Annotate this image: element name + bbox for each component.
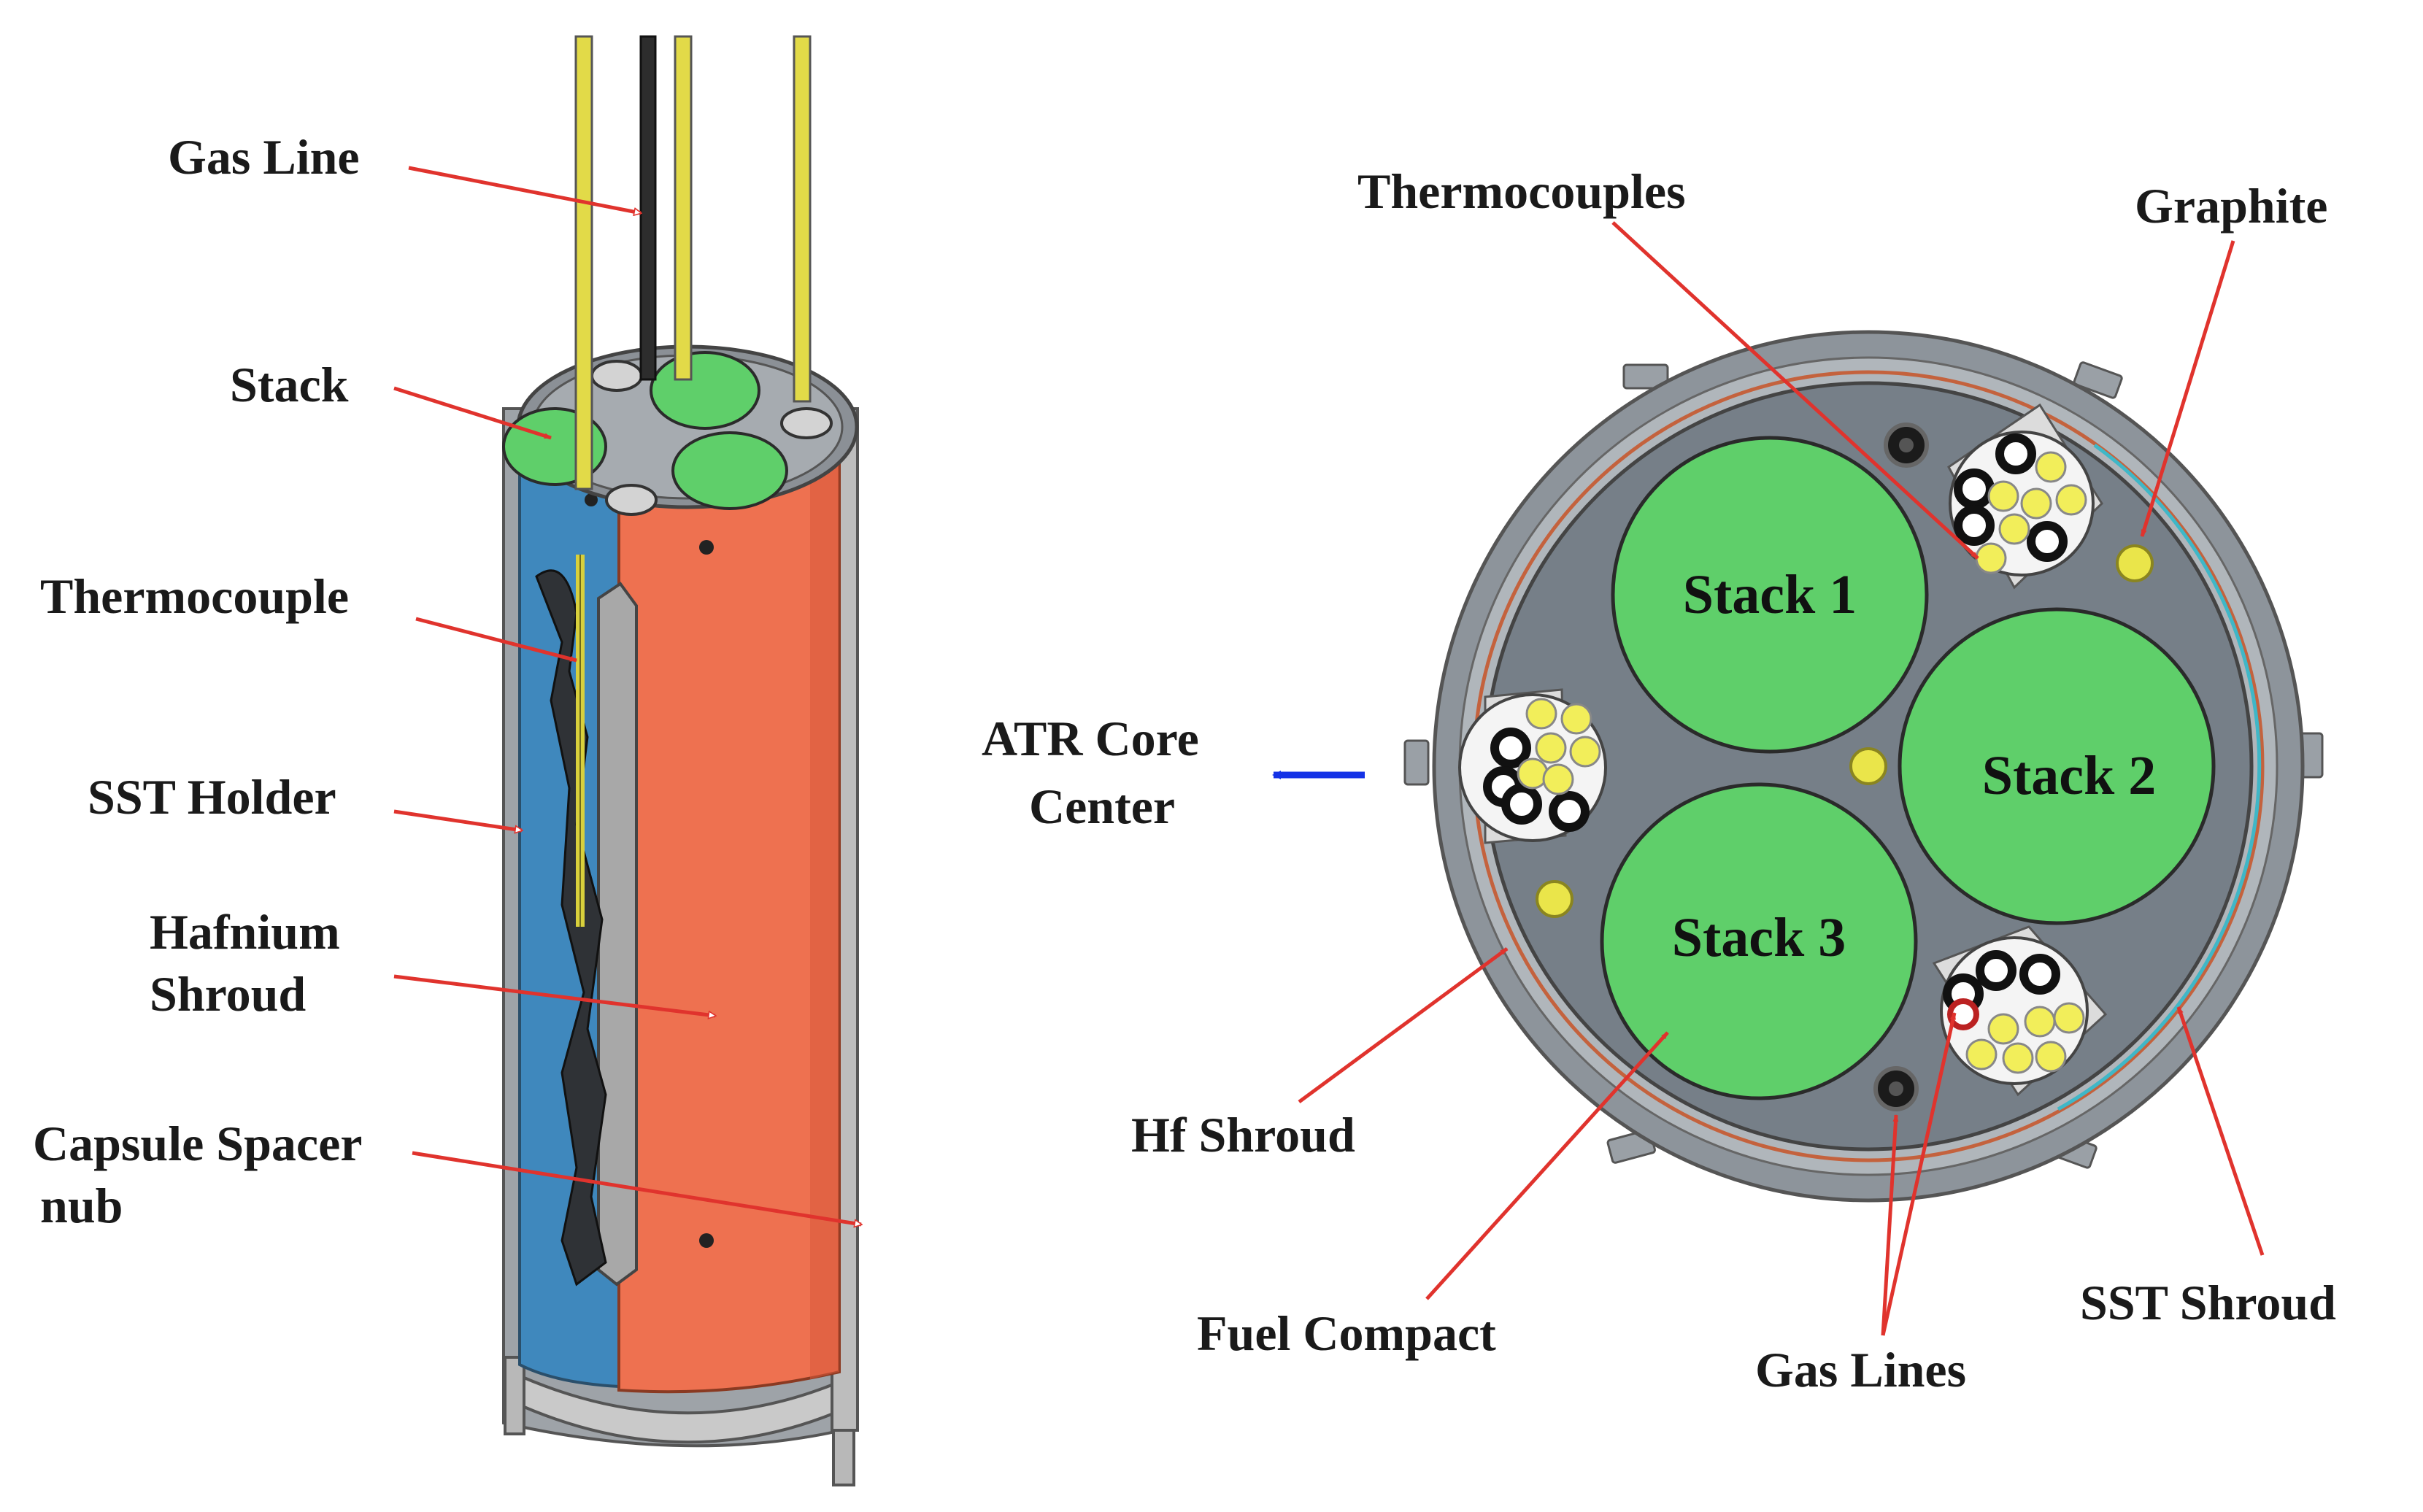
leader-sst-holder: [393, 809, 522, 830]
stack-3-label: Stack 3: [1672, 907, 1846, 968]
capsule-cross-section: Stack 1 Stack 2 Stack 3: [982, 163, 2336, 1397]
label-atr-2: Center: [1029, 779, 1175, 834]
thermocouple-tube: [793, 35, 812, 403]
spacer-nub: [1403, 739, 1430, 786]
leader-fuel-compact: [1425, 1031, 1669, 1300]
label-hafnium-1: Hafnium: [150, 904, 340, 960]
label-graphite: Graphite: [2135, 178, 2327, 234]
thermocouple-tube: [674, 35, 693, 381]
label-spacer-2: nub: [40, 1178, 123, 1233]
label-sst-holder: SST Holder: [88, 769, 336, 825]
leader-sst-shroud: [2176, 1006, 2265, 1256]
label-hafnium-2: Shroud: [150, 966, 306, 1022]
cutaway-wall: [597, 582, 638, 1287]
leader-stack: [393, 386, 552, 440]
leader-thermocouple: [415, 617, 577, 663]
label-fuel-compact: Fuel Compact: [1197, 1305, 1496, 1361]
label-gas-lines: Gas Lines: [1755, 1342, 1966, 1397]
holder-leg-left: [504, 1356, 525, 1435]
thermocouple-tube: [574, 35, 593, 490]
fuel-stack-1: [1611, 436, 1929, 754]
leader-gas-line: [408, 166, 641, 213]
gas-line-tube: [639, 35, 657, 381]
tube-hole: [605, 484, 658, 516]
hafnium-hole: [699, 540, 714, 555]
stack-1-label: Stack 1: [1683, 564, 1857, 625]
graphite-marker: [1849, 747, 1887, 785]
leader-gas-lines-b: [1881, 1012, 1957, 1336]
graphite-marker: [2116, 544, 2154, 582]
spacer-nub: [1622, 363, 1669, 390]
thermocouple-bundle-bottom: [1932, 925, 2108, 1097]
label-stack: Stack: [230, 357, 349, 412]
thermocouple-bundle-left: [1458, 688, 1607, 844]
holder-hole: [585, 493, 598, 506]
leader-hf-shroud: [1298, 946, 1509, 1104]
sst-shroud-liner: [2057, 443, 2262, 1111]
label-thermocouple: Thermocouple: [40, 568, 349, 624]
label-gas-line: Gas Line: [168, 129, 360, 185]
stack-top: [650, 351, 760, 430]
hafnium-shroud-body: [617, 406, 841, 1394]
capsule-isometric-view: Gas Line Stack Thermocouple SST Holder H…: [33, 35, 861, 1486]
tube-hole: [590, 360, 643, 392]
label-atr-1: ATR Core: [982, 711, 1199, 766]
label-hf-shroud: Hf Shroud: [1131, 1107, 1355, 1162]
label-thermocouples: Thermocouples: [1357, 163, 1686, 219]
label-spacer-1: Capsule Spacer: [33, 1116, 362, 1171]
leader-spacer: [412, 1151, 861, 1224]
hafnium-shade: [810, 438, 839, 1379]
stack-2-label: Stack 2: [1982, 745, 2157, 806]
stack-top: [671, 431, 788, 510]
fuel-stack-2: [1898, 607, 2216, 925]
leader-thermocouples: [1611, 221, 1979, 560]
graphite-marker: [1536, 880, 1573, 918]
leader-gas-lines-a: [1881, 1114, 1899, 1336]
leader-hafnium: [393, 974, 715, 1016]
tube-hole: [780, 407, 833, 439]
spacer-nub: [2073, 361, 2123, 399]
thermocouple-bundle-top: [1947, 403, 2103, 590]
hafnium-hole: [699, 1233, 714, 1248]
leader-graphite: [2140, 240, 2235, 537]
fuel-stack-3: [1600, 782, 1918, 1100]
label-sst-shroud: SST Shroud: [2080, 1275, 2336, 1330]
